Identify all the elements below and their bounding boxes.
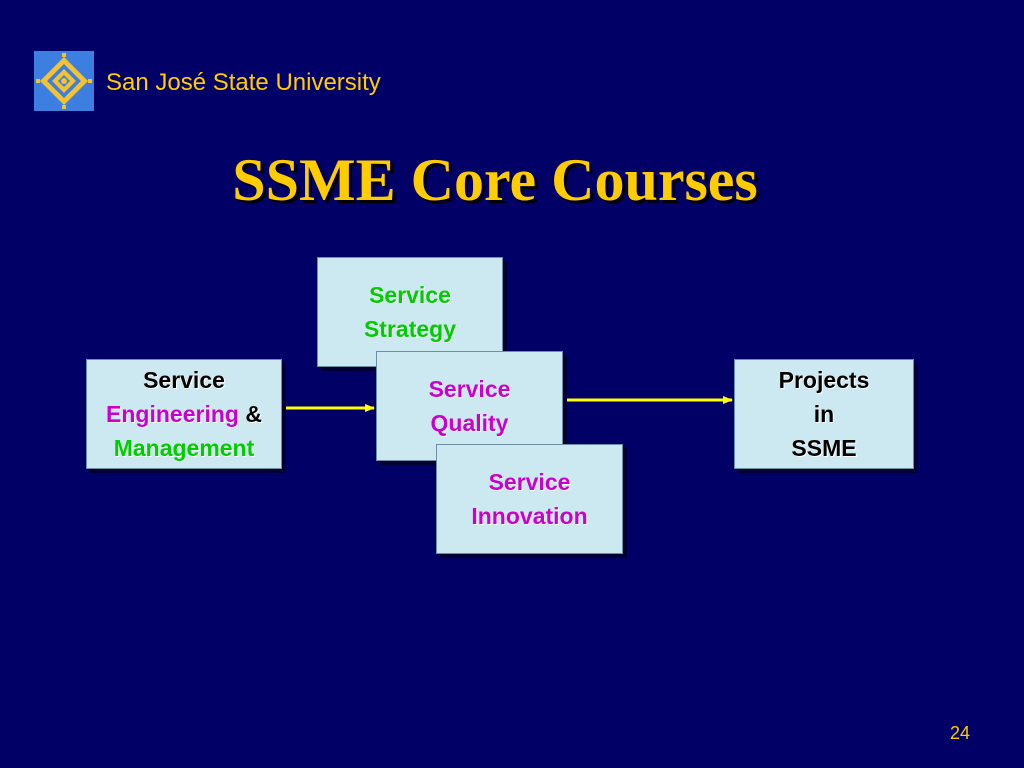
quality-line-2: Quality <box>430 410 509 436</box>
projects-line-3: SSME <box>791 435 857 461</box>
box-service-innovation: Service Innovation <box>436 444 623 554</box>
box-service-strategy: Service Strategy <box>317 257 503 367</box>
quality-line-1: Service <box>428 376 511 402</box>
page-number: 24 <box>949 723 970 743</box>
innovation-line-2: Innovation <box>471 503 588 529</box>
projects-line-1: Projects <box>778 367 870 393</box>
engineering-line-3: Management <box>113 435 255 461</box>
box-projects-in-ssme: Projects in SSME <box>734 359 914 469</box>
strategy-line-1: Service <box>369 282 451 308</box>
engineering-line-2: Engineering & <box>106 397 262 431</box>
university-name: San José State University <box>106 69 381 96</box>
sjsu-seal-icon <box>34 51 94 111</box>
projects-line-2: in <box>813 401 835 427</box>
slide-title: SSME Core Courses <box>232 147 758 213</box>
ampersand: & <box>245 401 262 427</box>
engineering-line-1: Service <box>143 367 225 393</box>
innovation-line-1: Service <box>488 469 571 495</box>
university-logo <box>34 51 94 111</box>
box-service-quality: Service Quality <box>376 351 563 461</box>
box-service-engineering-management: Service Engineering & Management <box>86 359 282 469</box>
engineering-word: Engineering <box>106 401 239 427</box>
strategy-line-2: Strategy <box>363 316 457 342</box>
